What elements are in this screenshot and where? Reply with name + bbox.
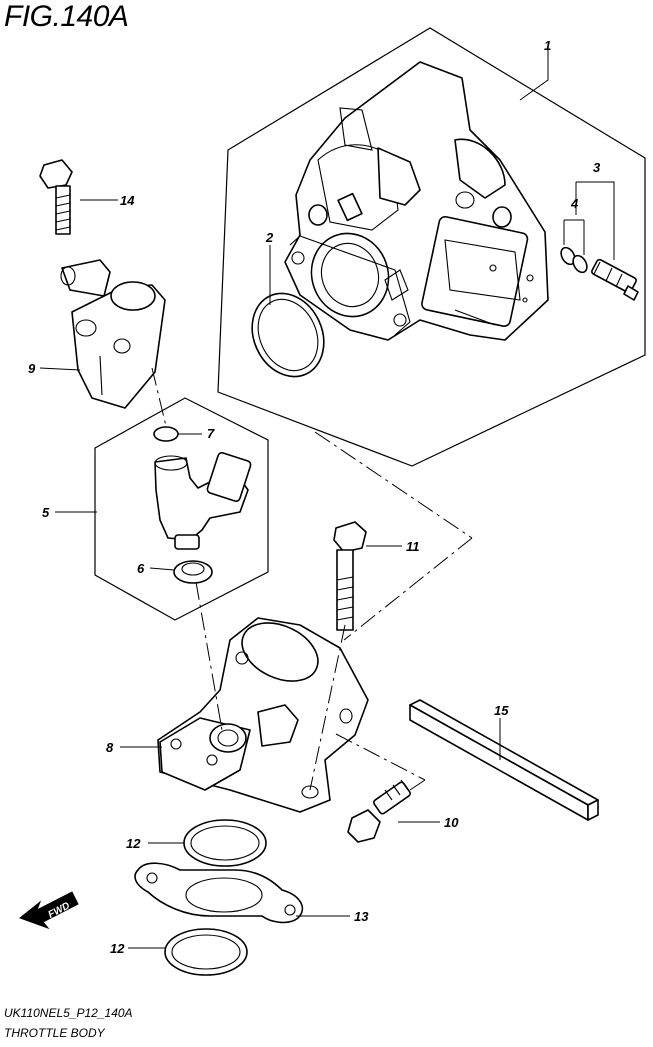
callout-15: 15	[494, 703, 509, 718]
callout-8: 8	[106, 740, 114, 755]
intake-pipe[interactable]	[157, 612, 369, 813]
o-ring-12-upper[interactable]	[183, 819, 267, 867]
assembly-box-throttle-body	[217, 27, 646, 467]
sensor-pin[interactable]	[591, 258, 639, 301]
o-ring-7[interactable]	[153, 426, 179, 442]
callout-5: 5	[42, 505, 50, 520]
callout-11: 11	[406, 539, 420, 554]
fwd-arrow-icon: FWD	[18, 891, 79, 930]
o-ring-sensor-2[interactable]	[570, 253, 589, 275]
callout-14: 14	[120, 193, 135, 208]
callout-12-lower: 12	[110, 941, 125, 956]
injector-seal[interactable]	[173, 560, 213, 584]
injector-cap[interactable]	[60, 259, 166, 409]
figure-name: THROTTLE BODY	[4, 1026, 105, 1040]
rubber-bar[interactable]	[409, 699, 599, 821]
figure-code: UK110NEL5_P12_140A	[4, 1006, 133, 1020]
fuel-injector[interactable]	[154, 452, 252, 550]
callout-12-upper: 12	[126, 836, 141, 851]
callout-6: 6	[137, 561, 145, 576]
callout-10: 10	[444, 815, 459, 830]
callout-7: 7	[207, 426, 215, 441]
callout-3: 3	[593, 160, 601, 175]
callout-9: 9	[28, 361, 36, 376]
callout-4: 4	[570, 196, 579, 211]
throttle-body[interactable]	[284, 61, 549, 341]
bolt-14[interactable]	[39, 159, 73, 235]
o-ring-12-lower[interactable]	[164, 928, 248, 976]
callout-13: 13	[354, 909, 369, 924]
o-ring-sensor-1[interactable]	[558, 245, 577, 267]
bolt-10[interactable]	[347, 779, 411, 843]
callout-2: 2	[265, 230, 274, 245]
insulator-gasket[interactable]	[134, 862, 304, 924]
assembly-box-injector	[94, 397, 269, 621]
figure-title: FIG.140A	[4, 0, 129, 33]
callout-1: 1	[544, 38, 551, 53]
bolt-11[interactable]	[333, 521, 367, 631]
